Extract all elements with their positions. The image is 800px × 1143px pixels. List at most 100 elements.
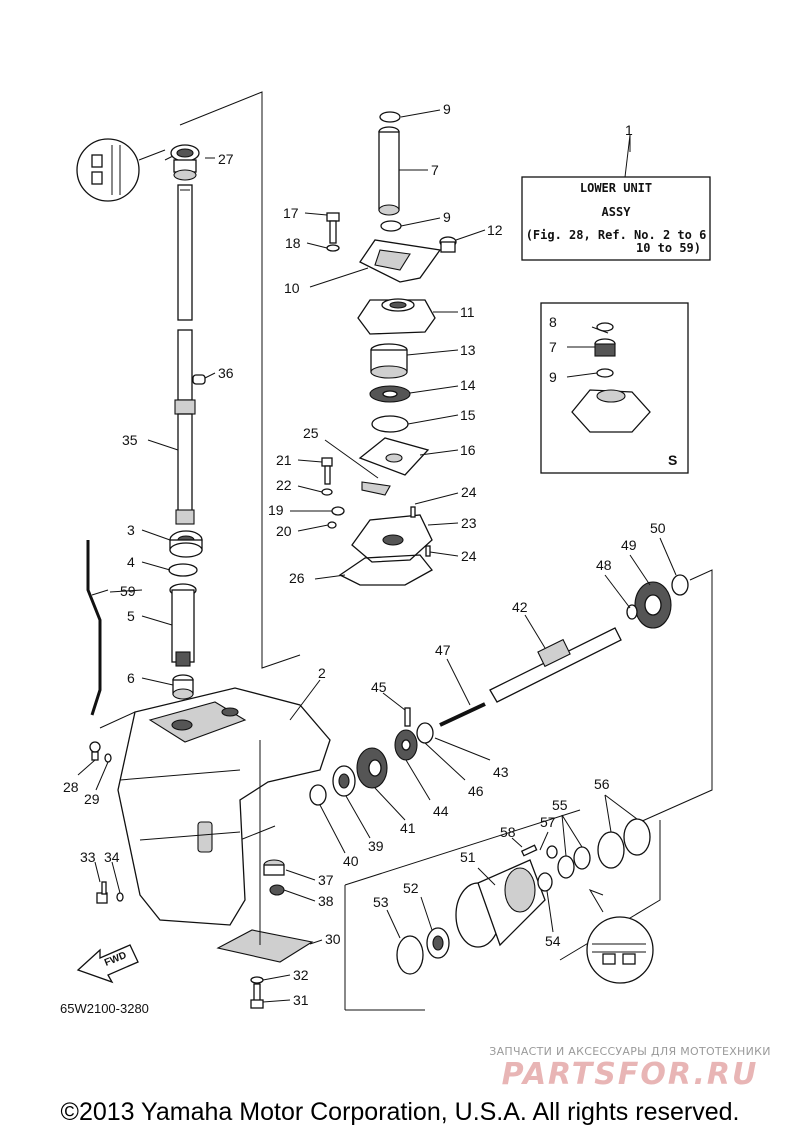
callout-27: 27: [218, 151, 234, 167]
callout-37: 37: [318, 872, 334, 888]
callout-56: 56: [594, 776, 610, 792]
callout-40: 40: [343, 853, 359, 869]
callout-20: 20: [276, 523, 292, 539]
washer-22: [321, 488, 333, 496]
callout-54: 54: [545, 933, 561, 949]
leader-lines: [77, 109, 677, 1003]
callout-25: 25: [303, 425, 319, 441]
washer-55-a: [557, 855, 575, 879]
callout-19: 19: [268, 502, 284, 518]
dowel-24-a: [410, 506, 416, 518]
impeller-14: [369, 385, 411, 403]
o-ring-9-mid: [380, 220, 402, 232]
callout-3: 3: [127, 522, 135, 538]
washer-55-b: [573, 846, 591, 870]
pump-housing-11: [357, 298, 436, 335]
dowel-24-b: [425, 545, 431, 557]
callout-16: 16: [460, 442, 476, 458]
shim-50: [671, 574, 689, 596]
callout-2: 2: [318, 665, 326, 681]
anode-37: [263, 859, 285, 876]
inset-housing: [571, 389, 651, 433]
outer-plate-16: [358, 437, 430, 476]
shim-40: [309, 784, 327, 806]
washer-18: [326, 244, 340, 252]
inset-o-ring-9: [596, 368, 614, 378]
o-ring-56-a: [597, 831, 625, 869]
pin-45: [404, 707, 411, 727]
callout-58: 58: [500, 824, 516, 840]
callout-29: 29: [84, 791, 100, 807]
callout-43: 43: [493, 764, 509, 780]
callout-21: 21: [276, 452, 292, 468]
callout-1: 1: [625, 122, 633, 138]
o-ring-56-b: [623, 818, 651, 856]
shift-rod-59: [86, 540, 102, 716]
callout-46: 46: [468, 783, 484, 799]
callout-57: 57: [540, 814, 556, 830]
assy-line-2: ASSY: [602, 205, 632, 219]
callout-39: 39: [368, 838, 384, 854]
bolt-33: [96, 881, 108, 904]
propeller-shaft-group: [309, 574, 689, 806]
housing-51: [455, 859, 546, 948]
callout-10: 10: [284, 280, 300, 296]
assy-line-3: (Fig. 28, Ref. No. 2 to 6: [526, 228, 707, 242]
pipe-7: [378, 126, 400, 216]
callout-15: 15: [460, 407, 476, 423]
bearing-39: [332, 765, 356, 797]
oil-seal-54: [537, 872, 553, 892]
seal-26: [338, 554, 433, 586]
plate-10: [359, 239, 442, 283]
callout-42: 42: [512, 599, 528, 615]
callout-36: 36: [218, 365, 234, 381]
o-ring-20: [327, 521, 337, 529]
callout-6: 6: [127, 670, 135, 686]
o-ring-4: [168, 563, 198, 577]
callout-17: 17: [283, 205, 299, 221]
pin-36: [192, 374, 206, 385]
callout-13: 13: [460, 342, 476, 358]
o-ring-9-top: [379, 111, 401, 123]
gasket-15: [371, 415, 409, 433]
callout-28: 28: [63, 779, 79, 795]
washer-57: [546, 845, 558, 859]
gear-41: [356, 747, 388, 789]
key-25: [361, 481, 391, 496]
bolt-58: [520, 844, 538, 857]
callout-4: 4: [127, 554, 135, 570]
callout-55: 55: [552, 797, 568, 813]
screw-28: [89, 741, 101, 761]
trim-tab-30: [216, 929, 314, 963]
callout-24-a: 24: [461, 484, 477, 500]
callout-34: 34: [104, 849, 120, 865]
lower-case-2: [117, 687, 331, 926]
callout-52: 52: [403, 880, 419, 896]
callout-24-b: 24: [461, 548, 477, 564]
drive-shaft-column: [76, 138, 206, 716]
callout-41: 41: [400, 820, 416, 836]
gasket-23: [351, 514, 433, 563]
callout-32: 32: [293, 967, 309, 983]
callout-14: 14: [460, 377, 476, 393]
copyright-notice: ©2013 Yamaha Motor Corporation, U.S.A. A…: [60, 1098, 740, 1126]
callout-59: 59: [120, 583, 136, 599]
bolt-17: [326, 212, 340, 244]
callout-44: 44: [433, 803, 449, 819]
callout-26: 26: [289, 570, 305, 586]
bearing-3: [169, 530, 203, 558]
callout-38: 38: [318, 893, 334, 909]
assy-line-1: LOWER UNIT: [580, 181, 652, 195]
sleeve-5: [169, 583, 197, 667]
assy-reference-box: LOWER UNIT ASSY (Fig. 28, Ref. No. 2 to …: [521, 134, 711, 261]
callout-9-inset: 9: [549, 369, 557, 385]
shim-48: [626, 604, 638, 620]
boundary-lines: [99, 91, 713, 1011]
callout-35: 35: [122, 432, 138, 448]
o-ring-53: [396, 935, 424, 975]
callout-33: 33: [80, 849, 96, 865]
watermark-logo: PARTSFOR.RU: [501, 1057, 759, 1092]
clip-19: [331, 506, 345, 516]
housing-group: [396, 818, 654, 984]
bearing-27: [170, 144, 200, 181]
